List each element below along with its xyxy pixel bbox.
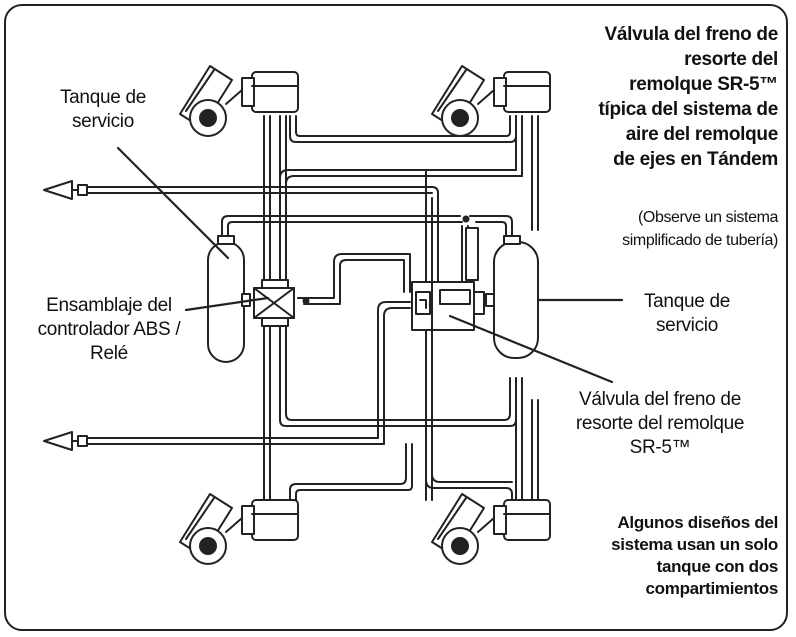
footnote: Algunos diseños del sistema usan un solo… — [558, 512, 778, 600]
footnote-line: Algunos diseños del — [617, 513, 778, 532]
leader-lines — [116, 146, 624, 384]
leader-sr5-valve — [448, 314, 614, 384]
service-tank-left — [207, 235, 251, 363]
note-line: simplificado de tubería) — [622, 232, 778, 249]
label-line: Relé — [90, 343, 128, 364]
label-line: Ensamblaje del — [46, 295, 172, 316]
title-line: resorte del — [684, 49, 778, 70]
diagram-frame — [4, 4, 788, 631]
label-abs-assembly: Ensamblaje del controlador ABS / Relé — [14, 294, 204, 366]
label-line: controlador ABS / — [37, 319, 181, 340]
air-lines — [86, 115, 539, 501]
label-service-tank-right: Tanque de servicio — [622, 290, 752, 338]
label-sr5-valve: Válvula del freno de resorte del remolqu… — [560, 388, 760, 460]
footnote-line: sistema usan un solo — [611, 535, 778, 554]
footnote-line: compartimientos — [645, 579, 779, 598]
brake-chamber-bottom-left — [179, 493, 299, 565]
title-line: típica del sistema de — [598, 99, 778, 120]
label-line: Válvula del freno de — [579, 389, 741, 410]
label-line: SR-5™ — [629, 437, 691, 458]
label-line: Tanque de — [59, 87, 147, 108]
label-line: Tanque de — [643, 291, 731, 312]
title-line: aire del remolque — [625, 124, 779, 145]
gladhand-upper — [43, 180, 88, 200]
diagram-note: (Observe un sistema simplificado de tube… — [518, 206, 778, 252]
service-tank-right — [485, 235, 539, 359]
label-line: resorte del remolque — [575, 413, 745, 434]
label-line: servicio — [71, 111, 134, 132]
label-service-tank-left: Tanque de servicio — [38, 86, 168, 134]
leader-abs-assembly — [184, 296, 270, 312]
sr5-valve-assembly — [411, 281, 485, 331]
brake-chamber-bottom-right — [431, 493, 551, 565]
title-line: Válvula del freno de — [604, 24, 779, 45]
note-line: (Observe un sistema — [637, 209, 778, 226]
leader-service-tank-left — [116, 146, 230, 260]
label-line: servicio — [655, 315, 718, 336]
title-line: remolque SR-5™ — [629, 74, 778, 95]
diagram-title: Válvula del freno de resorte del remolqu… — [518, 22, 778, 172]
title-line: de ejes en Tándem — [613, 149, 778, 170]
abs-controller-relay — [253, 279, 295, 327]
gladhand-lower — [43, 431, 88, 451]
footnote-line: tanque con dos — [656, 557, 779, 576]
